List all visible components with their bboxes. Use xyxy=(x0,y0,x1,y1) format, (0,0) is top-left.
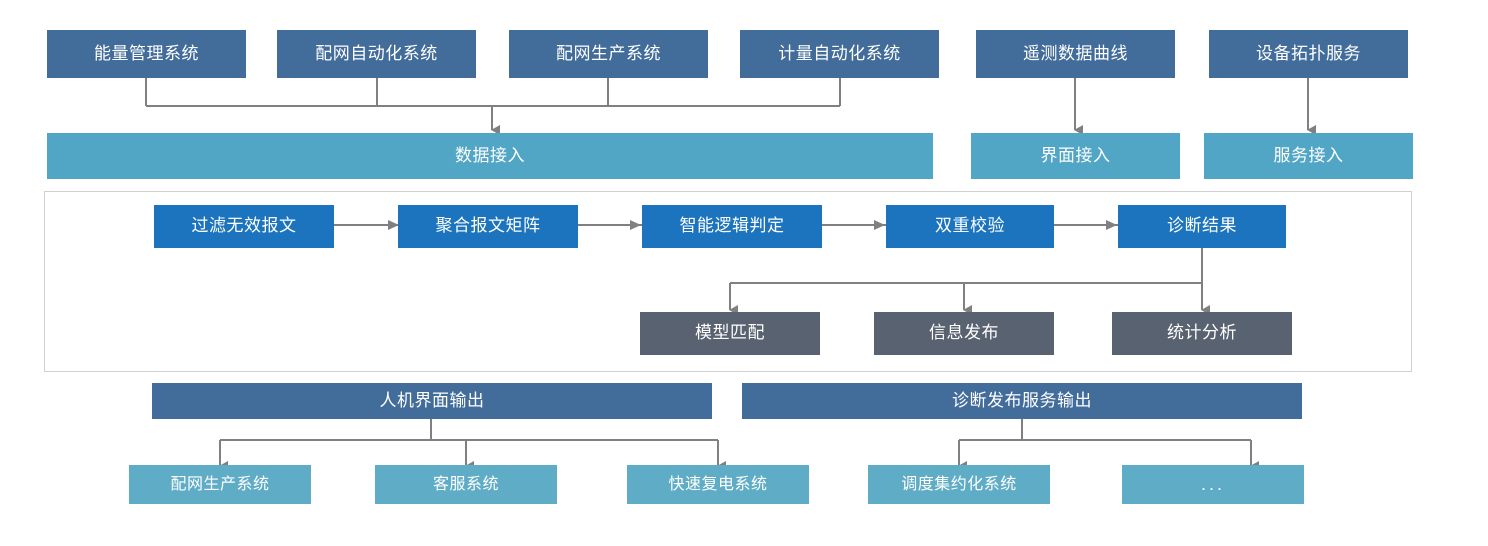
source-box-telemetry-curve[interactable]: 遥测数据曲线 xyxy=(976,30,1175,78)
source-box-device-topology-service[interactable]: 设备拓扑服务 xyxy=(1209,30,1408,78)
result-box-information-publishing[interactable]: 信息发布 xyxy=(874,312,1054,355)
pipeline-box-double-verification[interactable]: 双重校验 xyxy=(886,205,1054,248)
source-box-energy-management[interactable]: 能量管理系统 xyxy=(47,30,246,78)
access-bar-interface-access[interactable]: 界面接入 xyxy=(971,133,1180,179)
output-bar-diagnosis-publish-service-output[interactable]: 诊断发布服务输出 xyxy=(742,383,1302,419)
consumer-box-fast-power-restoration[interactable]: 快速复电系统 xyxy=(627,465,809,504)
source-box-metering-automation[interactable]: 计量自动化系统 xyxy=(740,30,939,78)
consumer-box-distribution-production[interactable]: 配网生产系统 xyxy=(129,465,311,504)
result-box-statistical-analysis[interactable]: 统计分析 xyxy=(1112,312,1292,355)
pipeline-box-aggregate-message-matrix[interactable]: 聚合报文矩阵 xyxy=(398,205,578,248)
access-bar-service-access[interactable]: 服务接入 xyxy=(1204,133,1413,179)
source-box-distribution-automation[interactable]: 配网自动化系统 xyxy=(277,30,476,78)
result-box-model-matching[interactable]: 模型匹配 xyxy=(640,312,820,355)
consumer-box-more[interactable]: ... xyxy=(1122,465,1304,504)
pipeline-box-diagnosis-result[interactable]: 诊断结果 xyxy=(1118,205,1286,248)
access-bar-data-access[interactable]: 数据接入 xyxy=(47,133,933,179)
consumer-box-dispatch-intensification[interactable]: 调度集约化系统 xyxy=(868,465,1050,504)
consumer-box-customer-service[interactable]: 客服系统 xyxy=(375,465,557,504)
output-bar-hmi-output[interactable]: 人机界面输出 xyxy=(152,383,712,419)
pipeline-box-intelligent-logic-decision[interactable]: 智能逻辑判定 xyxy=(642,205,822,248)
source-box-distribution-production[interactable]: 配网生产系统 xyxy=(509,30,708,78)
pipeline-box-filter-invalid-messages[interactable]: 过滤无效报文 xyxy=(154,205,334,248)
